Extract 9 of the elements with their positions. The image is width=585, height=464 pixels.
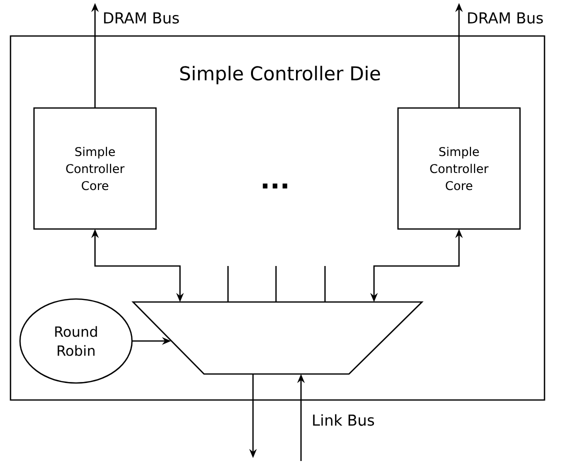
connector-line	[227, 266, 229, 302]
edge-label: DRAM Bus	[102, 11, 181, 25]
connector-line	[324, 266, 326, 302]
edge-label: DRAM Bus	[466, 11, 545, 25]
connector-line	[275, 266, 277, 302]
ellipsis: ...	[262, 184, 288, 188]
core-box: Simple Controller Core	[33, 107, 157, 230]
edge-label: Link Bus	[310, 413, 376, 427]
core-box: Simple Controller Core	[397, 107, 521, 230]
